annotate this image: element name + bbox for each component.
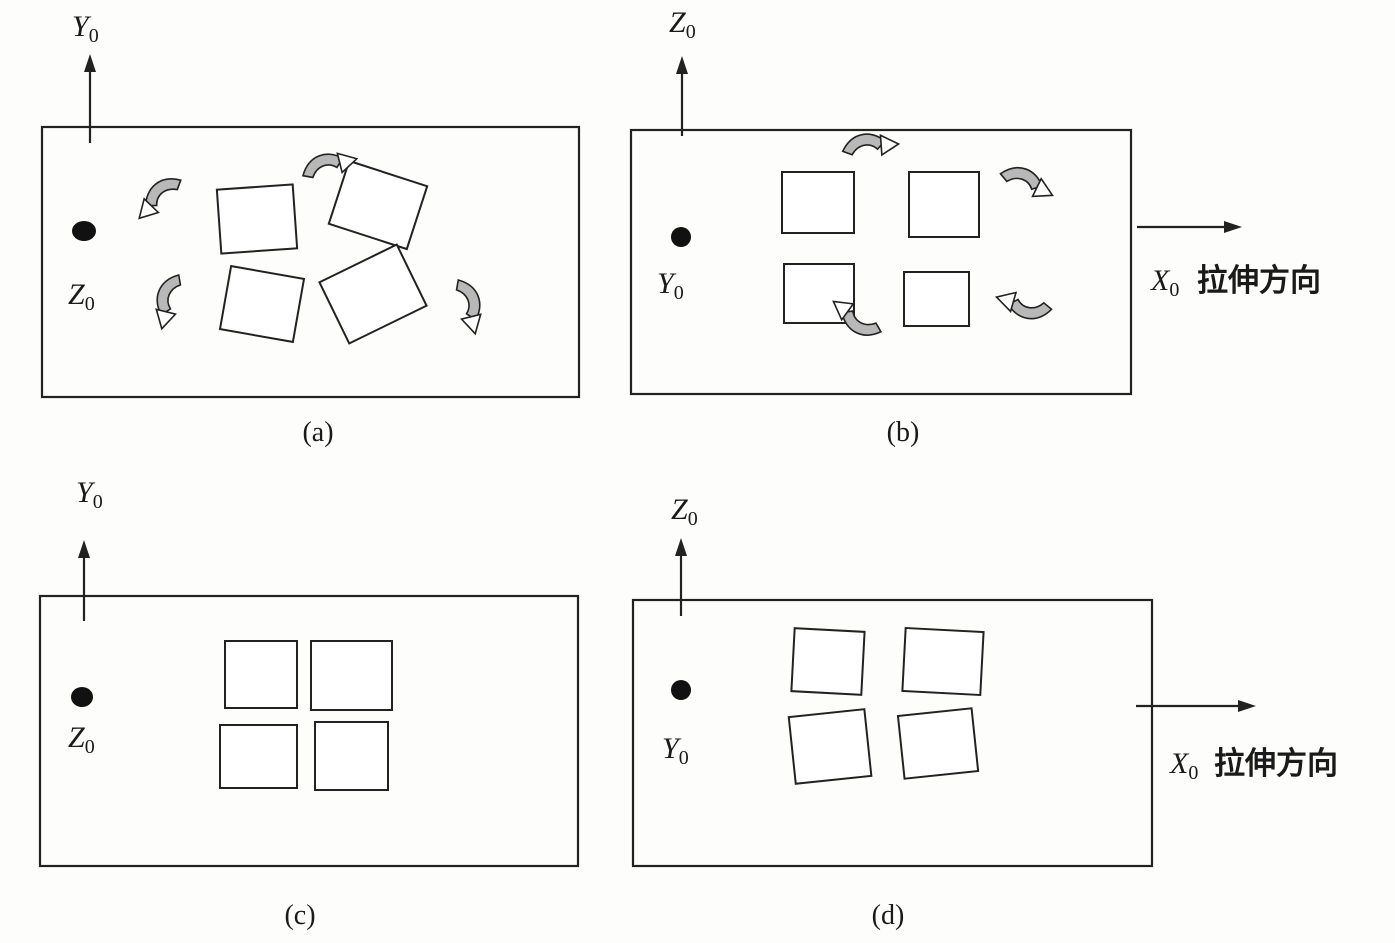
- axis-label-up: Z0: [671, 493, 698, 530]
- axis-dot-icon: [671, 227, 691, 247]
- stretch-direction-label: 拉伸方向: [1197, 263, 1321, 299]
- grain-square: [318, 243, 428, 345]
- axis-arrow-icon: [675, 538, 687, 556]
- axis-arrow-icon: [84, 54, 96, 72]
- axis-label-dot: Y0: [662, 732, 689, 769]
- rotation-arrow-icon: [999, 154, 1055, 213]
- grain-square: [790, 627, 866, 696]
- axis-label-up: Z0: [669, 6, 696, 43]
- grain-square: [218, 264, 306, 344]
- axis-label-up: Y0: [76, 476, 103, 513]
- grain-square: [219, 724, 298, 789]
- grain-square: [215, 183, 299, 255]
- panel-a: Y0 Z0 (a): [40, 10, 581, 448]
- panel-c-frame: [38, 594, 580, 868]
- axis-dot-icon: [71, 687, 93, 707]
- grain-square: [327, 159, 429, 251]
- panel-c: Y0 Z0 (c): [38, 476, 580, 931]
- grain-square: [908, 171, 980, 238]
- panel-d-frame: [631, 598, 1154, 868]
- axis-arrow-icon: [78, 540, 90, 558]
- axis-arrow-icon: [676, 56, 688, 74]
- stretch-direction-label: 拉伸方向: [1214, 746, 1338, 782]
- axis-label-dot: Y0: [657, 267, 684, 304]
- grain-square: [310, 640, 393, 711]
- axis-arrow-icon: [1224, 221, 1242, 233]
- grain-square: [314, 721, 389, 791]
- panel-b-frame: [629, 128, 1133, 396]
- axis-dot-icon: [671, 680, 691, 700]
- grain-square: [781, 171, 855, 234]
- axis-label-dot: Z0: [68, 278, 95, 315]
- panel-d: Z0 Y0 X0 拉伸方向 (d): [631, 493, 1338, 931]
- panel-a-frame: [40, 125, 581, 399]
- grain-square: [903, 271, 970, 327]
- grain-square: [896, 707, 980, 780]
- grain-square: [224, 640, 298, 709]
- panel-caption: (d): [872, 900, 905, 931]
- axis-label-dot: Z0: [68, 721, 95, 758]
- grain-square: [787, 708, 873, 785]
- rotation-arrow-icon: [841, 124, 901, 170]
- rotation-arrow-icon: [150, 274, 189, 330]
- panel-caption: (c): [284, 900, 315, 931]
- panel-b: Z0 Y0 X0 拉伸方向 (b): [629, 6, 1321, 448]
- axis-label-right: X0: [1150, 264, 1179, 301]
- axis-arrow-icon: [1238, 700, 1256, 712]
- axis-label-up: Y0: [72, 10, 99, 47]
- rotation-arrow-icon: [448, 279, 487, 335]
- grain-square: [901, 626, 985, 697]
- rotation-arrow-icon: [136, 169, 182, 228]
- panel-caption: (b): [887, 417, 920, 448]
- axis-label-right: X0: [1169, 747, 1198, 784]
- panel-caption: (a): [302, 417, 333, 448]
- axis-dot-icon: [72, 221, 96, 241]
- rotation-arrow-icon: [994, 276, 1053, 332]
